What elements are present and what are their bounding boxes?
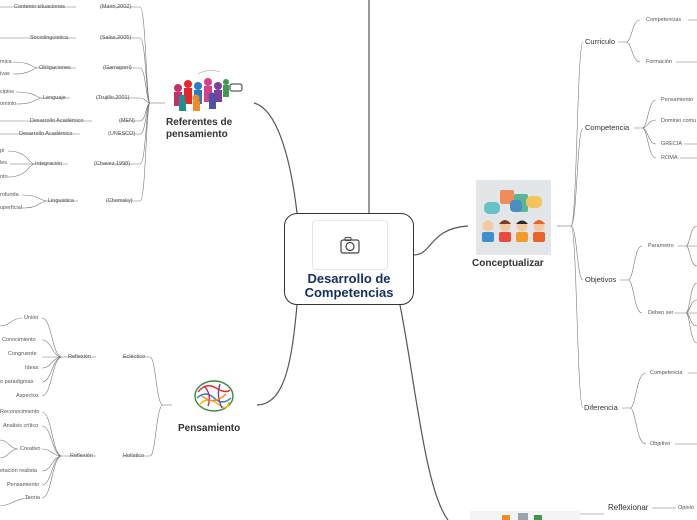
- node-reflexion[interactable]: Reflexión: [70, 453, 93, 459]
- leaf-node[interactable]: GRECIA: [661, 141, 683, 147]
- author-label: (Marin,2002): [100, 4, 132, 10]
- leaf-node[interactable]: mica: [0, 59, 12, 65]
- leaf-node[interactable]: o paradigmas: [0, 379, 34, 385]
- leaf-node[interactable]: Formación: [646, 59, 672, 65]
- topic-reflexionar[interactable]: Reflexionar: [608, 503, 649, 512]
- node-desarrollo-academico-men[interactable]: Desarrollo Académico: [30, 118, 84, 124]
- leaf-node[interactable]: Pensamiento: [661, 97, 694, 103]
- leaf-node[interactable]: cipios: [0, 89, 15, 95]
- conceptualizar-people-image: [476, 180, 551, 255]
- leaf-node[interactable]: ominio: [0, 101, 17, 107]
- leaf-node[interactable]: les: [0, 160, 8, 166]
- node-obligaciones[interactable]: Obligaciones: [39, 65, 71, 71]
- referentes-label-line1: Referentes de: [166, 117, 233, 128]
- leaf-node[interactable]: pi: [0, 148, 5, 154]
- leaf-node[interactable]: ROMA: [661, 155, 678, 161]
- reflexionar-image: [470, 511, 580, 520]
- author-label: (Chomsky): [106, 198, 133, 204]
- author-label: (Chavez,1998): [94, 161, 131, 167]
- central-title: Desarrollo de Competencias: [285, 272, 413, 300]
- author-label: (UNESCO): [108, 131, 136, 137]
- author-label: (MEN): [119, 118, 135, 124]
- camera-icon: [340, 237, 360, 254]
- node-holistico[interactable]: Holístico: [123, 453, 145, 459]
- leaf-node[interactable]: Congruente: [8, 351, 37, 357]
- topic-pensamiento[interactable]: Pensamiento: [178, 423, 241, 434]
- node-competencia[interactable]: Competencia: [585, 123, 630, 132]
- leaf-node[interactable]: rofunda: [0, 192, 19, 198]
- leaf-node[interactable]: Teoria: [25, 495, 40, 501]
- node-eclectico[interactable]: Ecléctico: [123, 354, 146, 360]
- topic-referentes[interactable]: Referentes de pensamiento: [166, 117, 232, 141]
- leaf-node[interactable]: Conocimiento: [2, 337, 36, 343]
- node-integracion[interactable]: Integración: [35, 161, 63, 167]
- leaf-node[interactable]: etación realista: [0, 468, 37, 474]
- leaf-node[interactable]: Creativo: [20, 446, 41, 452]
- node-objetivos[interactable]: Objetivos: [585, 275, 617, 284]
- central-image-placeholder: [312, 220, 388, 270]
- topic-conceptualizar[interactable]: Conceptualizar: [472, 258, 544, 269]
- author-label: (Trujillo,2001): [96, 95, 130, 101]
- leaf-node[interactable]: uperficial: [0, 205, 23, 211]
- node-sociolinguistica[interactable]: Sociolinguistica: [30, 35, 68, 41]
- referentes-crowd-image: [174, 70, 243, 111]
- leaf-node[interactable]: Aspectos: [16, 393, 39, 399]
- author-label: (Garragorri): [103, 65, 132, 71]
- leaf-node[interactable]: Reconocimiento: [0, 409, 40, 415]
- leaf-node[interactable]: Competencias: [646, 17, 682, 23]
- central-topic[interactable]: Desarrollo de Competencias: [284, 213, 414, 305]
- node-curriculo[interactable]: Curriculo: [585, 37, 616, 46]
- brain-image: [194, 380, 234, 412]
- leaf-node[interactable]: Unión: [24, 315, 39, 321]
- leaf-node[interactable]: ivas: [0, 71, 10, 77]
- leaf-node[interactable]: Pensamiento: [7, 482, 40, 488]
- node-linguistica[interactable]: Linguistica: [48, 198, 74, 204]
- author-label: (Salas,2005): [100, 35, 132, 41]
- node-deben-ser[interactable]: Deben ser: [648, 310, 674, 316]
- leaf-node[interactable]: Competencia: [650, 370, 683, 376]
- node-lenguaje[interactable]: Lenguaje: [43, 95, 66, 101]
- node-reflexion[interactable]: Reflexión: [68, 354, 91, 360]
- leaf-node[interactable]: nto: [0, 174, 8, 180]
- leaf-node[interactable]: Dominio comu: [661, 118, 697, 124]
- leaf-node[interactable]: Opinió: [678, 505, 694, 511]
- leaf-node[interactable]: Ideas: [25, 365, 39, 371]
- leaf-node[interactable]: Analisis crítico: [3, 423, 39, 429]
- node-contexto[interactable]: Contexto situaciones: [14, 4, 66, 10]
- central-title-line2: Competencias: [304, 285, 394, 300]
- node-parametro[interactable]: Parametro: [648, 243, 674, 249]
- central-title-line1: Desarrollo de: [307, 271, 391, 286]
- node-desarrollo-academico-unesco[interactable]: Desarrollo Académico: [19, 131, 73, 137]
- node-diferencia[interactable]: Diferencia: [584, 403, 618, 412]
- referentes-label-line2: pensamiento: [166, 129, 228, 140]
- leaf-node[interactable]: Objetivo: [650, 441, 671, 447]
